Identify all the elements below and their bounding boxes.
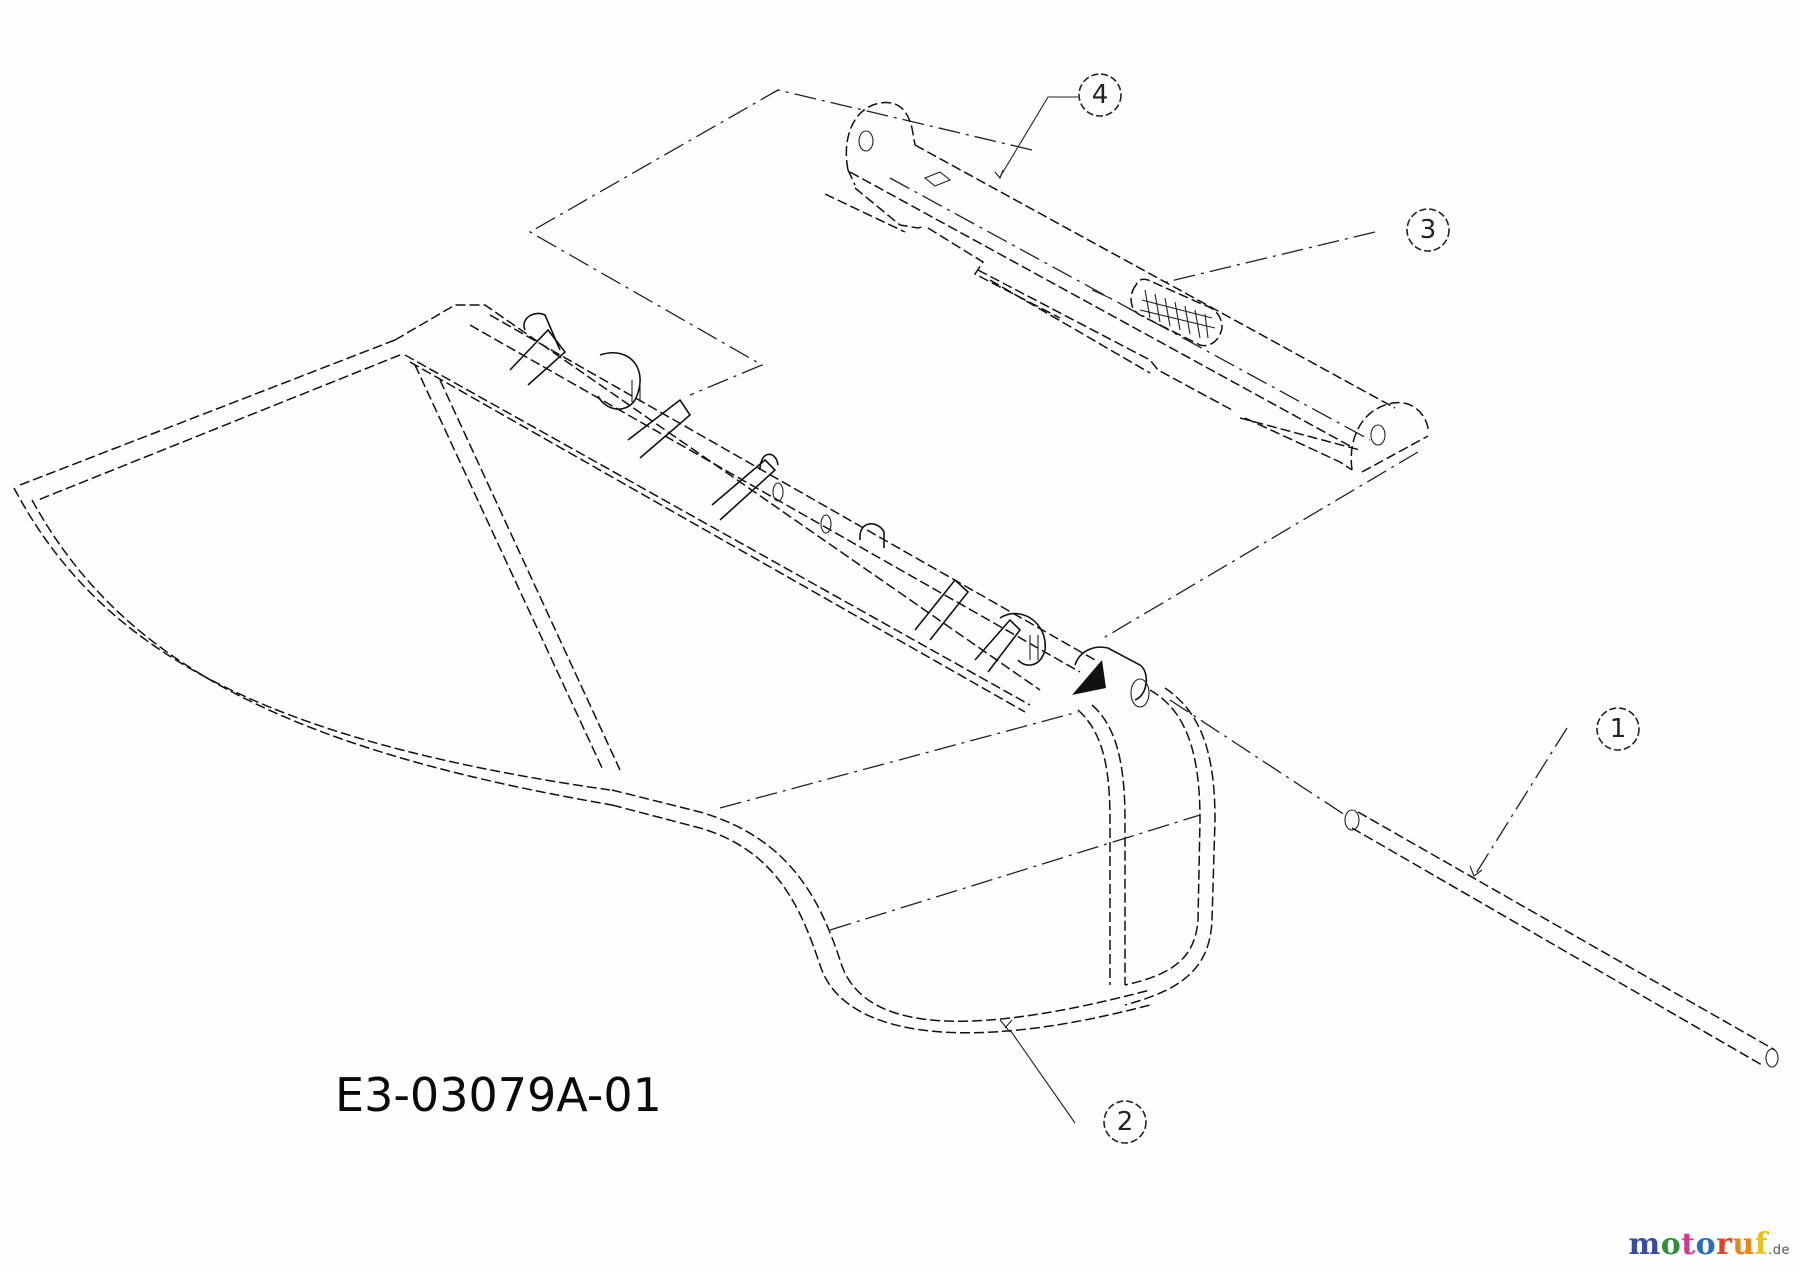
assembly-guide-lines xyxy=(528,89,1419,816)
callout-4[interactable]: 4 xyxy=(1078,73,1122,117)
callout-2[interactable]: 2 xyxy=(1103,1100,1147,1144)
callout-1-label: 1 xyxy=(1610,714,1627,744)
watermark-letters: motoruf xyxy=(1628,1227,1768,1262)
callout-3-label: 3 xyxy=(1420,215,1437,245)
part-3-torsion-spring xyxy=(1091,278,1223,347)
callout-1[interactable]: 1 xyxy=(1596,707,1640,751)
watermark-letter: r xyxy=(1716,1227,1733,1262)
watermark-tld: .de xyxy=(1768,1243,1790,1258)
watermark-letter: t xyxy=(1681,1227,1696,1262)
watermark-letter: u xyxy=(1732,1227,1755,1262)
callout-4-label: 4 xyxy=(1092,80,1109,110)
watermark-logo[interactable]: motoruf.de xyxy=(1628,1227,1790,1262)
part-2-bag-frame xyxy=(13,304,1216,1034)
leader-lines xyxy=(994,96,1568,1124)
watermark-letter: o xyxy=(1695,1227,1717,1262)
watermark-letter: f xyxy=(1754,1227,1769,1262)
watermark-letter: m xyxy=(1628,1227,1661,1262)
watermark-letter: o xyxy=(1660,1227,1682,1262)
diagram-part-number: E3-03079A-01 xyxy=(335,1068,662,1122)
callout-3[interactable]: 3 xyxy=(1406,208,1450,252)
callout-2-label: 2 xyxy=(1117,1107,1134,1137)
part-4-hinge-bracket xyxy=(824,101,1431,473)
part-1-rod xyxy=(1344,809,1779,1068)
